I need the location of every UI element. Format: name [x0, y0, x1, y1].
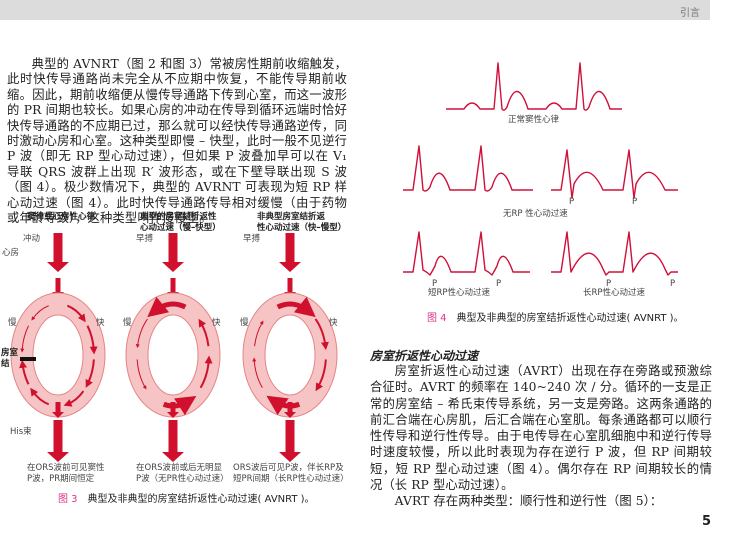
paragraph: AVRT 存在两种类型：顺行性和逆行性（图 5）： — [394, 494, 663, 509]
premature-label: 早搏 — [243, 234, 261, 244]
his-bundle-label: His束 — [10, 427, 32, 437]
slow-path-arrow — [136, 359, 147, 390]
fig3-col1-title: 窦律或心房性心律 — [27, 212, 96, 222]
figure3-diagram — [10, 233, 338, 462]
fast-path-arrow — [315, 359, 327, 392]
conduction-arrow — [19, 359, 30, 385]
no-rp-retrograde-ecg — [551, 149, 678, 199]
paragraph: 房室折返性心动过速（AVRT）出现在存在旁路或预激综合征时。AVRT 的频率在 … — [370, 364, 712, 493]
fast-label: 快 — [212, 318, 221, 328]
figure3-caption: 图 3 典型及非典型的房室结折返性心动过速( AVNRT )。 — [58, 490, 315, 505]
conduction-arrow — [85, 359, 95, 388]
fig3-col1-note: 在ORS波前可见窦性 P波，PR期间恒定 — [27, 463, 105, 484]
p-wave-label: P — [632, 197, 638, 207]
left-body-text: 典型的 AVNRT（图 2 和图 3）常被房性期前收缩触发，此时快传导通路尚未完… — [7, 57, 347, 226]
conduction-arrow — [30, 387, 50, 406]
turnaround-arrow — [266, 395, 301, 416]
p-wave-label: P — [432, 279, 438, 289]
caption-text: 典型及非典型的房室结折返性心动过速( AVNRT )。 — [456, 313, 684, 324]
conduction-arrow — [86, 325, 98, 355]
fast-path-arrow — [199, 355, 213, 389]
section-heading: 房室折返性心动过速 — [370, 349, 479, 363]
caption-number: 图 4 — [427, 313, 447, 324]
fast-label: 快 — [96, 318, 105, 328]
p-wave-label: P — [606, 279, 612, 289]
fig3-col2-title: 典型的房室结折返性 心动过速（慢–快型） — [140, 212, 221, 233]
av-node-label: 房室结 — [1, 348, 19, 369]
premature-label: 早搏 — [136, 234, 154, 244]
ring-center — [32, 314, 84, 396]
p-wave-label: P — [569, 197, 575, 207]
section-title: 引言 — [680, 8, 700, 19]
slow-label: 慢 — [240, 318, 249, 328]
fast-label: 快 — [329, 318, 338, 328]
ring-center — [147, 314, 199, 396]
long-rp-ecg — [551, 231, 678, 276]
turnaround-arrow — [147, 296, 187, 318]
ring-center — [264, 314, 316, 396]
slow-path-arrow — [135, 318, 148, 349]
p-wave-label: P — [496, 279, 502, 289]
fig3-col3-note: ORS波后可见P波，伴长RP及 短PR间期（长RP性心动过速） — [233, 463, 349, 484]
right-body-text: 房室折返性心动过速（AVRT）出现在存在旁路或预激综合征时。AVRT 的频率在 … — [370, 363, 712, 510]
slow-path-arrow — [252, 357, 263, 389]
figure4-caption: 图 4 典型及非典型的房室结折返性心动过速( AVNRT )。 — [427, 309, 684, 324]
av-node-bar — [20, 357, 36, 361]
conduction-arrow — [66, 304, 86, 323]
no-rp-ecg — [403, 145, 533, 192]
fast-path-arrow — [314, 318, 329, 351]
conduction-arrow — [31, 305, 49, 321]
fast-path-arrow — [198, 318, 210, 347]
normal-sinus-label: 正常窦性心律 — [508, 115, 560, 125]
p-wave-label: P — [670, 279, 676, 289]
fig3-col3-title: 非典型房室结折返 性心动过速（快–慢型） — [257, 212, 347, 233]
large-down-arrow — [162, 233, 184, 272]
impulse-label: 冲动 — [23, 234, 41, 244]
normal-sinus-ecg — [446, 62, 622, 111]
conduction-arrow — [20, 325, 29, 353]
turnaround-arrow — [162, 396, 197, 416]
no-rp-label: 无RP 性心动过速 — [503, 209, 568, 219]
large-down-arrow — [279, 233, 301, 272]
short-rp-ecg — [403, 231, 530, 276]
large-down-arrow — [279, 420, 301, 462]
fig3-col2-note: 在ORS波前或后无明显 P波（无PR性心动过速） — [136, 463, 229, 484]
small-down-arrow — [52, 402, 64, 418]
slow-label: 慢 — [8, 318, 17, 328]
atrium-label: 心房 — [2, 248, 20, 258]
slow-label: 慢 — [123, 318, 132, 328]
large-down-arrow — [162, 420, 184, 462]
caption-text: 典型及非典型的房室结折返性心动过速( AVNRT )。 — [87, 494, 315, 505]
large-down-arrow — [47, 233, 69, 272]
large-down-arrow — [47, 420, 69, 462]
short-rp-label: 短RP性心动过速 — [428, 288, 491, 298]
conduction-arrow — [63, 390, 85, 407]
running-header: 引言 — [0, 0, 710, 20]
slow-path-arrow — [254, 320, 264, 347]
page-number: 5 — [702, 514, 712, 529]
turnaround-arrow — [276, 296, 316, 318]
paragraph: 典型的 AVNRT（图 2 和图 3）常被房性期前收缩触发，此时快传导通路尚未完… — [7, 57, 347, 226]
caption-number: 图 3 — [58, 494, 78, 505]
long-rp-label: 长RP性心动过速 — [583, 288, 646, 298]
